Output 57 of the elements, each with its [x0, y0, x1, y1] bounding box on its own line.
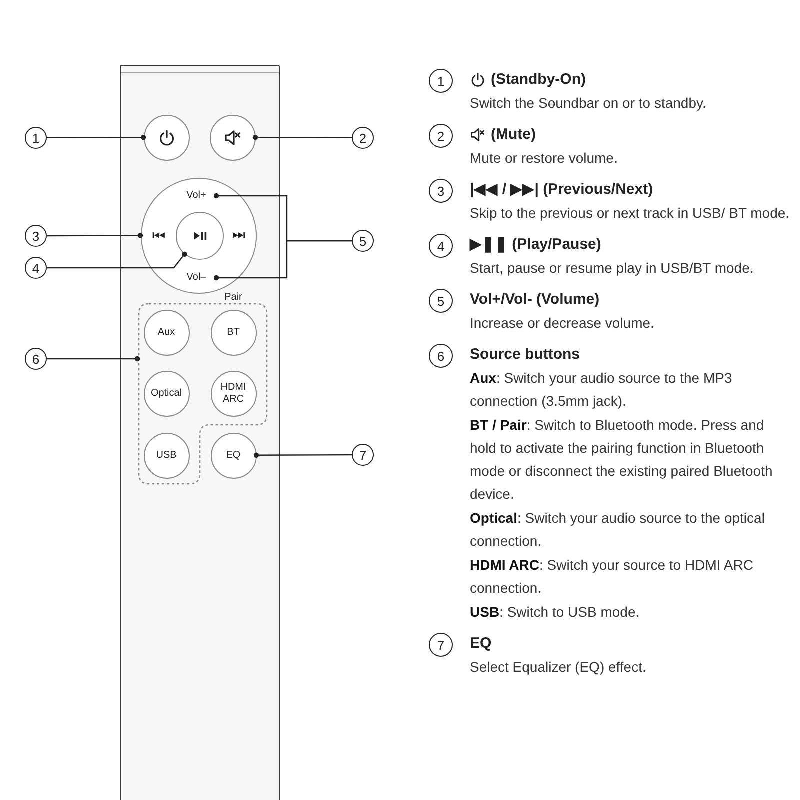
description-text: Select Equalizer (EQ) effect. — [470, 658, 648, 677]
button-label: Optical — [150, 388, 182, 400]
callout-number: 5 — [352, 230, 374, 252]
callout-number: 1 — [25, 127, 47, 149]
leader-line — [252, 135, 352, 140]
remote-button — [210, 432, 256, 478]
callout-number: 5 — [429, 289, 453, 313]
callout-number: 7 — [429, 633, 453, 657]
button-label: Vol+ — [176, 188, 216, 204]
description-text: Start, pause or resume play in USB/BT mode. — [470, 259, 755, 278]
button-label: BT — [227, 326, 240, 338]
remote-control — [120, 65, 280, 800]
button-label: EQ — [226, 450, 241, 462]
remote-button — [144, 114, 190, 160]
callout-number: 4 — [25, 257, 47, 279]
leader-line — [47, 356, 140, 362]
leader-line — [47, 135, 146, 140]
leader-line — [254, 452, 352, 458]
description-text: Switch the Soundbar on or to standby. — [470, 94, 708, 113]
remote-button — [176, 212, 224, 260]
description-text: Optical: Switch your audio source to the optical connection. — [470, 509, 766, 551]
button-label: Aux — [158, 326, 176, 338]
leader-line — [47, 233, 144, 238]
callout-number: 6 — [25, 348, 47, 370]
section-heading: (Standby-On) — [491, 70, 586, 90]
leader-line — [214, 240, 352, 281]
callout-number: 1 — [429, 69, 453, 93]
remote-button — [210, 370, 256, 416]
section-heading: EQ — [470, 634, 492, 654]
description-text: Skip to the previous or next track in USB/ BT mode. — [470, 204, 791, 223]
remote-button — [144, 370, 190, 416]
section-heading: Source buttons — [470, 345, 580, 365]
description-text: Increase or decrease volume. — [470, 314, 656, 333]
button-label: Vol– — [176, 270, 216, 286]
button-label: USB — [156, 450, 177, 462]
description-text: USB: Switch to USB mode. — [470, 603, 641, 622]
description-text: Mute or restore volume. — [470, 149, 619, 168]
remote-button — [144, 432, 190, 478]
callout-number: 3 — [25, 225, 47, 247]
callout-number: 4 — [429, 234, 453, 258]
leader-line — [47, 252, 188, 269]
description-text: Aux: Switch your audio source to the MP3 connection (3.5mm jack). — [470, 369, 734, 411]
callout-number: 2 — [352, 127, 374, 149]
callout-number: 7 — [352, 444, 374, 466]
section-heading: Vol+/Vol- (Volume) — [470, 290, 600, 310]
description-text: BT / Pair: Switch to Bluetooth mode. Press and hold to activate the pairing function in Bluetooth mode or disconnect the existing paired Bluetooth device. — [470, 416, 774, 504]
remote-button — [210, 114, 256, 160]
callout-number: 6 — [429, 344, 453, 368]
description-text: HDMI ARC: Switch your source to HDMI ARC connection. — [470, 556, 754, 598]
remote-button — [144, 310, 190, 356]
section-heading: |◀◀ / ▶▶| (Previous/Next) — [470, 180, 654, 200]
button-label: HDMI ARC — [220, 382, 248, 406]
section-heading: ▶❚❚ (Play/Pause) — [470, 235, 602, 255]
callout-number: 3 — [429, 179, 453, 203]
button-label: Pair — [224, 290, 244, 304]
callout-number: 2 — [429, 124, 453, 148]
section-heading: (Mute) — [491, 125, 536, 145]
